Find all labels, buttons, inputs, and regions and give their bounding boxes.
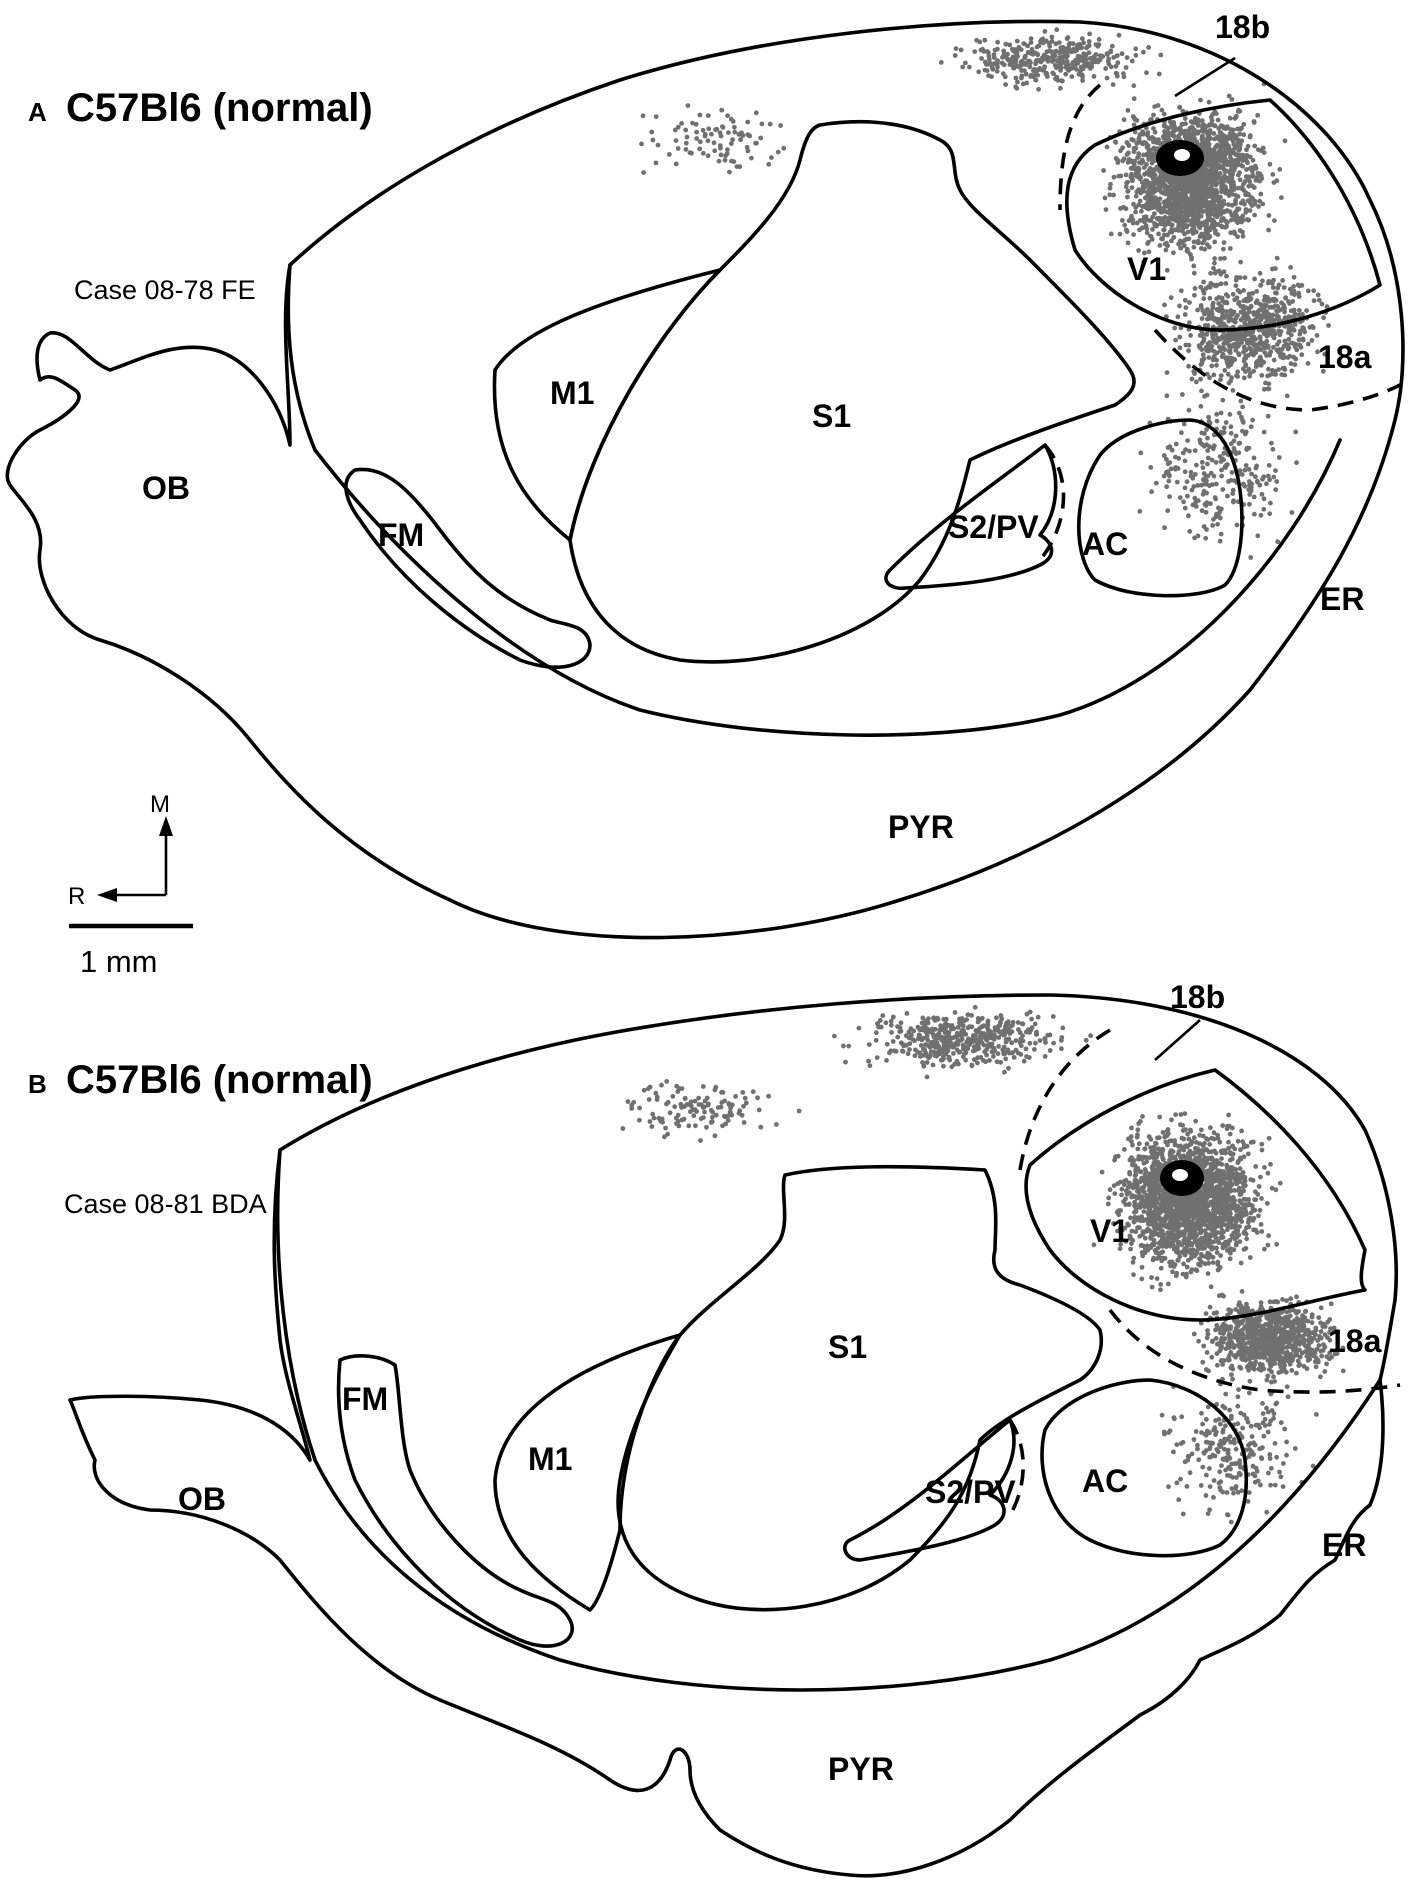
ac-label-b: AC: [1082, 1463, 1128, 1499]
ac-label-a: AC: [1082, 526, 1128, 562]
medial-label: M: [150, 791, 170, 818]
injection-core-a: [1174, 149, 1190, 161]
area18b-leader-b: [1154, 1019, 1201, 1061]
s2pv-outline-a: [884, 443, 1058, 591]
m1-label-b: M1: [528, 1441, 572, 1477]
er-label-a: ER: [1320, 581, 1364, 617]
medial-arrow-icon: [159, 816, 173, 836]
fm-label-b: FM: [342, 1381, 388, 1417]
ac-outline-b: [1040, 1378, 1249, 1558]
m1-label-a: M1: [550, 375, 594, 411]
area18b-label-b: 18b: [1170, 979, 1225, 1015]
v1-outline-b: [1024, 1068, 1367, 1322]
s2pv-outline-b: [843, 1418, 1016, 1562]
s1-label-a: S1: [812, 398, 851, 434]
v1-outline-a: [1065, 98, 1382, 332]
pyr-label-b: PYR: [828, 1751, 894, 1787]
panel-letter-b: B: [28, 1069, 47, 1099]
s2pv-label-b: S2/PV: [925, 1474, 1016, 1510]
area18a-label-a: 18a: [1318, 339, 1372, 375]
panel-title-a: C57Bl6 (normal): [66, 86, 373, 130]
fm-outline-a: [344, 467, 592, 669]
cortex-outline-a: [5, 19, 1405, 940]
scale-bar-label: 1 mm: [80, 944, 158, 979]
er-label-b: ER: [1322, 1527, 1366, 1563]
s1-outline-b: [616, 1164, 1103, 1612]
area18a-border-a: [1153, 328, 1401, 412]
pyr-boundary-a: [313, 438, 1342, 737]
fm-label-a: FM: [378, 517, 424, 553]
area18b-label-a: 18b: [1215, 9, 1270, 45]
s2pv-border-b: [1008, 1419, 1025, 1516]
ob-label-a: OB: [142, 470, 190, 506]
ob-label-b: OB: [178, 1481, 226, 1517]
m1-outline-b: [493, 1333, 682, 1612]
area18a-label-b: 18a: [1328, 1323, 1382, 1359]
fm-outline-b: [336, 1354, 574, 1648]
case-label-a: Case 08-78 FE: [74, 275, 256, 305]
injection-core-b: [1172, 1169, 1188, 1181]
area18b-border-a: [1058, 83, 1102, 211]
rostral-arrow-icon: [97, 888, 117, 902]
s2pv-label-a: S2/PV: [948, 509, 1039, 545]
ac-outline-a: [1076, 418, 1244, 598]
panel-letter-a: A: [28, 97, 47, 127]
s1-label-b: S1: [828, 1329, 867, 1365]
rostral-label: R: [68, 883, 85, 910]
s2pv-border-a: [1038, 443, 1066, 562]
panel-b: B C57Bl6 (normal) Case 08-81 BDA 18b V1 …: [28, 979, 1401, 1878]
ob-boundary-a: [286, 263, 317, 452]
pyr-label-a: PYR: [888, 809, 954, 845]
case-label-b: Case 08-81 BDA: [64, 1189, 267, 1219]
s1-outline-a: [568, 119, 1136, 664]
labeled-cells-b: [620, 1004, 1346, 1525]
panel-a: A C57Bl6 (normal) Case 08-78 FE 18b V1 1…: [5, 9, 1405, 940]
area18b-border-b: [1018, 1028, 1111, 1171]
scale-bar: 1 mm: [69, 923, 193, 979]
v1-label-b: V1: [1090, 1213, 1129, 1249]
cortex-outline-b: [68, 993, 1399, 1878]
v1-label-a: V1: [1127, 251, 1166, 287]
pyr-boundary-b: [313, 1378, 1382, 1692]
area18b-leader-a: [1174, 56, 1236, 98]
panel-title-b: C57Bl6 (normal): [66, 1058, 373, 1102]
orientation-compass: M R: [68, 791, 173, 910]
ob-boundary-b: [275, 1148, 317, 1462]
